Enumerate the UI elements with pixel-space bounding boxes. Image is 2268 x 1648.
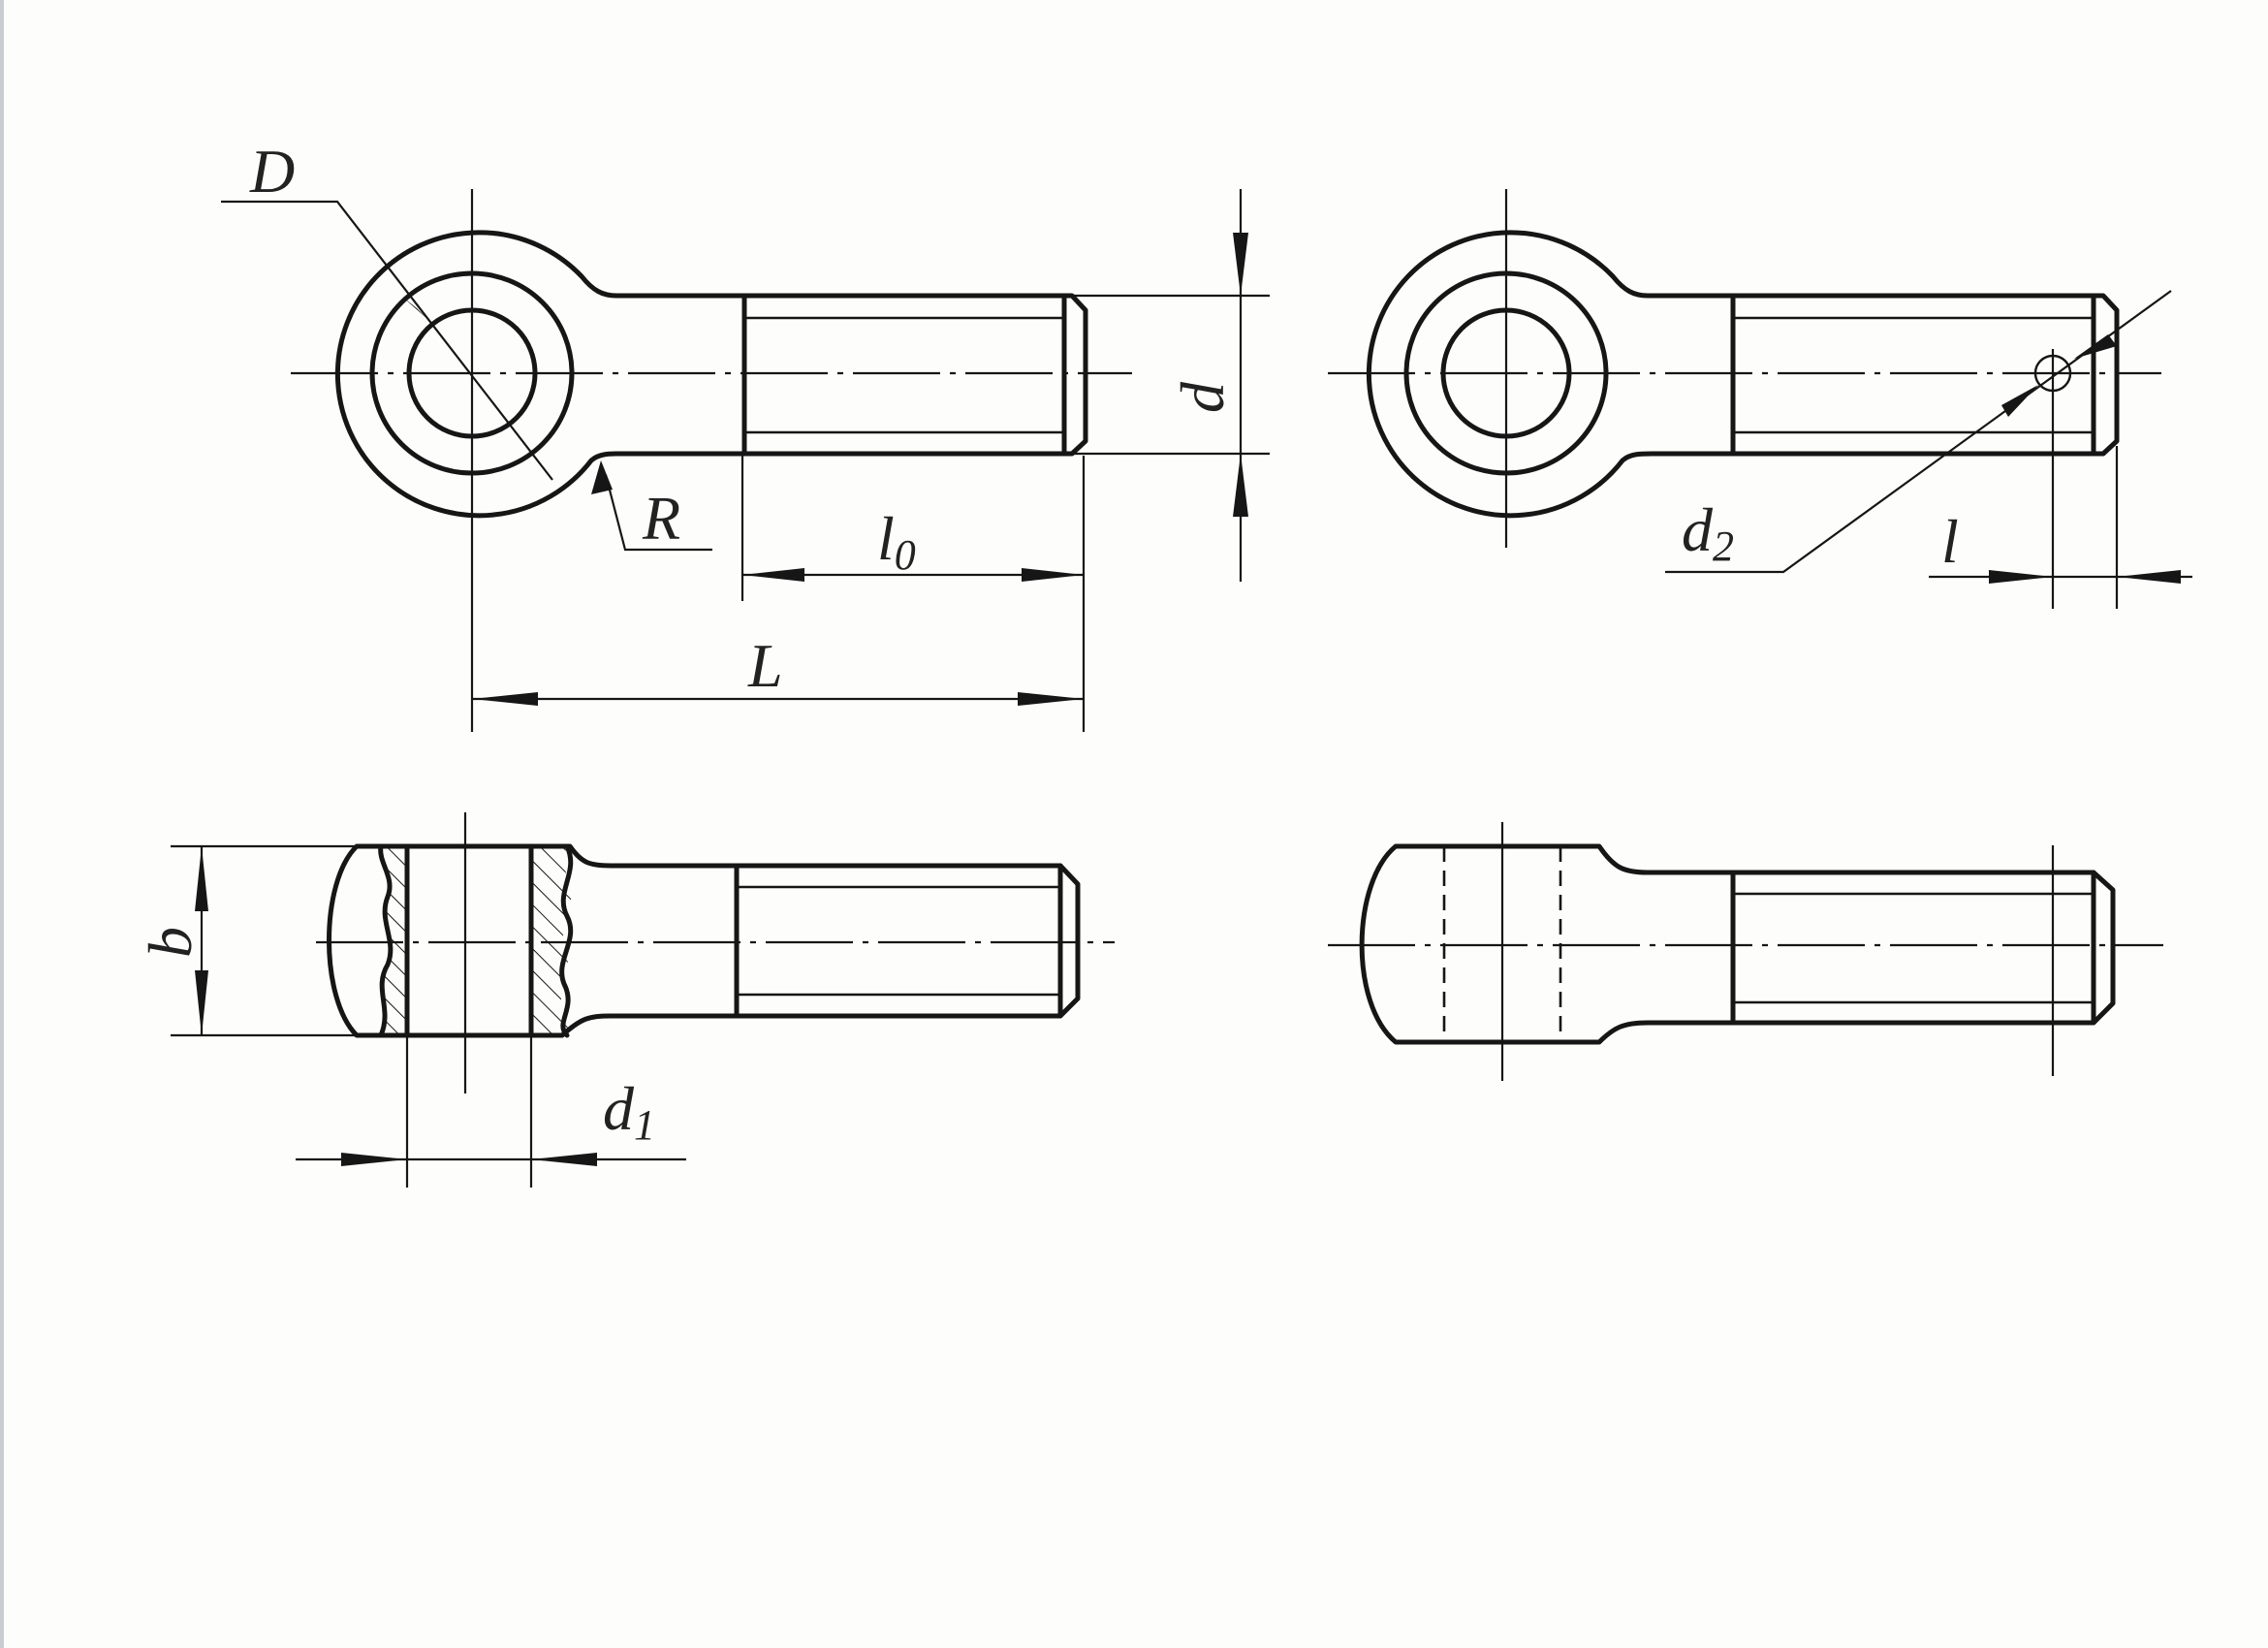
- scan-edge: [0, 0, 4, 1648]
- d2-leader: [1665, 290, 2172, 574]
- label-b: b: [136, 927, 205, 958]
- view-front-left: [221, 189, 1270, 732]
- view-front-right: [1328, 189, 2192, 609]
- r-leader: [604, 474, 712, 552]
- section-hatch-right: [531, 846, 572, 1035]
- label-L: L: [747, 631, 783, 700]
- side-outline: [327, 843, 1081, 1038]
- eye-outline-right: [1366, 230, 2120, 519]
- label-d2: d2: [1682, 495, 1734, 570]
- label-d1: d1: [603, 1074, 655, 1149]
- section-hatch-left: [380, 846, 407, 1035]
- eye-outline: [334, 230, 1088, 519]
- label-l0: l0: [877, 504, 916, 579]
- label-D: D: [249, 137, 295, 206]
- view-side-left: [171, 812, 1115, 1188]
- side-outline-right: [1359, 843, 2116, 1045]
- label-R: R: [642, 484, 680, 553]
- d-big-leader: [221, 200, 553, 481]
- view-side-right: [1328, 822, 2163, 1081]
- label-d: d: [1168, 381, 1237, 413]
- label-l: l: [1941, 507, 1959, 576]
